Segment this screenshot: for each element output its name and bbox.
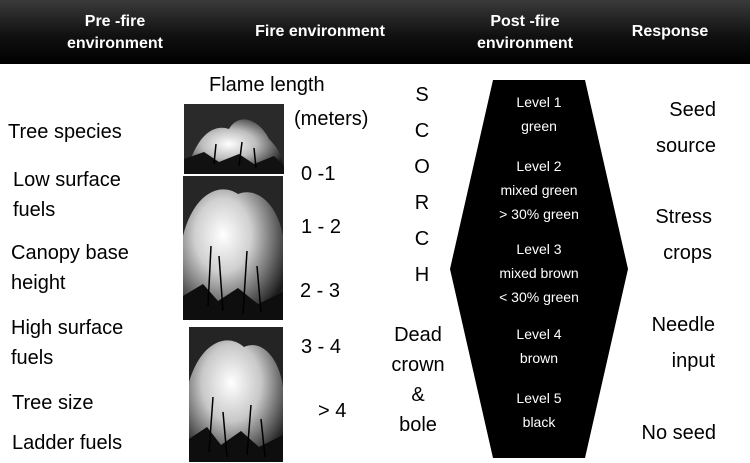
severity-hexagon [450,80,628,458]
flame-range-1-2: 1 - 2 [301,216,342,238]
flame-range-3-4: 3 - 4 [301,336,342,358]
header-response: Response [631,23,709,40]
header-pre-fire: Pre -fire environment [66,13,163,52]
response-seed-source: Seed source [655,99,716,157]
flame-range-0-1: 0 -1 [301,163,336,185]
response-no-seed: No seed [641,422,717,444]
header-post-fire: Post -fire environment [476,13,573,52]
header-bar [0,0,750,64]
factor-tree-size: Tree size [12,392,94,414]
header-fire-environment: Fire environment [255,23,385,40]
fire-photo-icon [189,327,283,462]
factor-tree-species: Tree species [8,121,122,143]
response-stress-crops: Stress crops [655,206,712,264]
level-5: Level 5 black [516,390,562,430]
factor-high-surface-fuels: High surface fuels [11,317,124,369]
level-1: Level 1 green [516,94,562,134]
factor-low-surface-fuels: Low surface fuels [13,169,121,221]
flame-range-2-3: 2 - 3 [300,280,341,302]
flame-range-gt-4: > 4 [318,400,347,422]
level-4: Level 4 brown [516,326,562,366]
level-2: Level 2 mixed green > 30% green [499,158,579,222]
dead-crown-label: Dead crown & bole [391,324,445,436]
level-3: Level 3 mixed brown < 30% green [499,241,579,305]
response-needle-input: Needle input [651,314,715,372]
flame-length-title: Flame length [209,74,325,96]
scorch-label: S C O R C H [414,84,430,286]
factor-ladder-fuels: Ladder fuels [12,432,123,454]
fire-photo-icon [184,104,284,174]
flame-length-units: (meters) [294,108,369,130]
fire-photo-icon [183,176,283,320]
factor-canopy-base-height: Canopy base height [11,242,129,294]
